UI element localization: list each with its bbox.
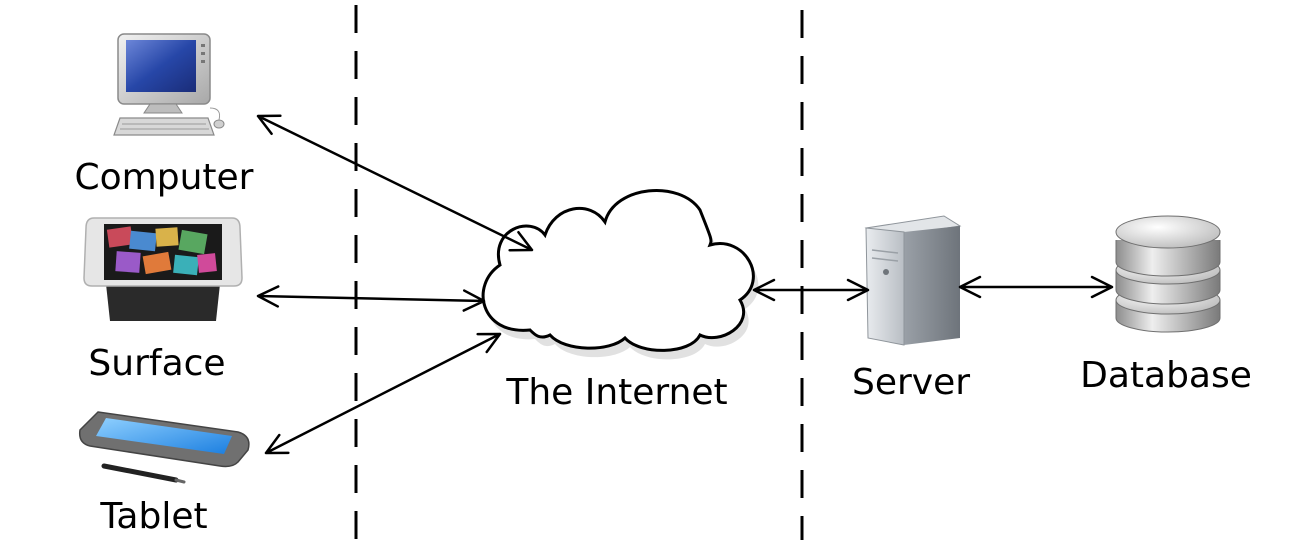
arrow-computer-internet	[256, 114, 534, 252]
desktop-computer-icon	[113, 33, 225, 136]
internet-label: The Internet	[505, 372, 727, 413]
tablet-label: Tablet	[99, 496, 207, 537]
cloud-icon	[481, 189, 759, 360]
surface-table-icon	[83, 217, 243, 321]
database-label: Database	[1080, 355, 1252, 396]
arrow-tablet-internet	[264, 332, 502, 455]
computer-label: Computer	[75, 157, 254, 198]
tablet-icon	[78, 411, 250, 484]
surface-label: Surface	[88, 343, 225, 384]
server-tower-icon	[864, 215, 962, 346]
database-icon	[1115, 215, 1221, 333]
arrow-server-database	[958, 275, 1114, 299]
server-label: Server	[852, 362, 970, 403]
arrow-internet-server	[752, 278, 870, 302]
arrow-surface-internet	[256, 285, 486, 312]
connectors	[256, 114, 1114, 455]
